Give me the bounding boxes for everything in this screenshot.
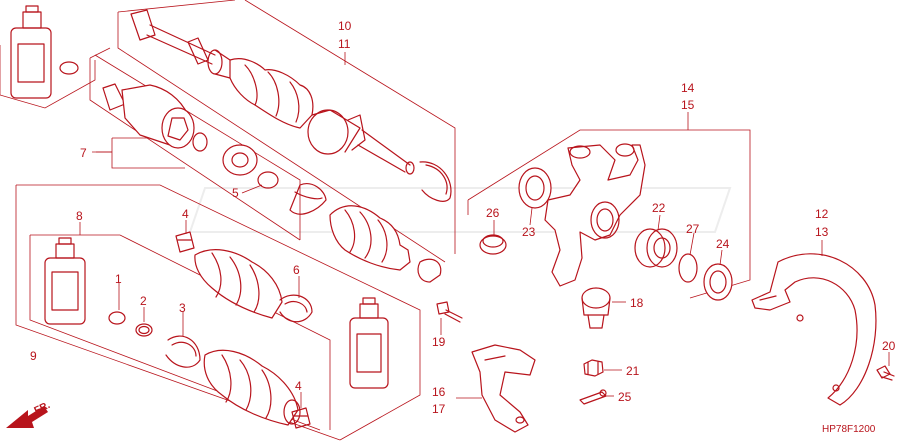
outer-boot <box>289 183 442 283</box>
outer-boot-lower <box>194 249 283 319</box>
callout-9: 9 <box>30 349 37 363</box>
circlip-1 <box>108 311 126 325</box>
bolt-20 <box>876 365 895 381</box>
castle-nut-21 <box>583 359 604 377</box>
oil-seal-24 <box>703 263 733 301</box>
callout-15: 15 <box>681 98 695 112</box>
callout-10: 10 <box>338 19 352 33</box>
knuckle-guard <box>471 344 536 433</box>
callout-26: 26 <box>486 206 500 220</box>
callout-20: 20 <box>882 339 896 353</box>
front-direction-marker: FR. <box>6 400 52 428</box>
steering-knuckle <box>544 143 646 287</box>
boot-band-6 <box>279 294 313 323</box>
callout-1: 1 <box>115 272 122 286</box>
callout-27: 27 <box>686 222 700 236</box>
callout-18: 18 <box>630 296 644 310</box>
bolt-19 <box>436 301 463 323</box>
drive-shaft <box>130 9 415 175</box>
callout-24: 24 <box>716 237 730 251</box>
callout-7: 7 <box>80 146 87 160</box>
callout-16: 16 <box>432 385 446 399</box>
callout-5: 5 <box>232 186 239 200</box>
callout-4-upper: 4 <box>182 207 189 221</box>
boot-band-clip-4a <box>175 231 195 253</box>
callout-6: 6 <box>293 263 300 277</box>
circlip-top <box>59 61 79 75</box>
grease-bottle-left <box>44 237 86 325</box>
wheel-bearing-22 <box>634 228 678 268</box>
callout-12: 12 <box>815 207 829 221</box>
watermark <box>188 187 732 233</box>
frame-upper-shaft <box>89 0 456 263</box>
callout-23: 23 <box>522 225 536 239</box>
disc-cover <box>751 253 877 406</box>
boot-band-clip-4b <box>291 407 311 429</box>
ring-2 <box>135 323 153 337</box>
boot-band-3 <box>165 335 201 368</box>
callout-4-lower: 4 <box>295 379 302 393</box>
callout-2: 2 <box>140 294 147 308</box>
oil-seal-23 <box>518 167 552 209</box>
callout-13: 13 <box>815 225 829 239</box>
callout-8: 8 <box>76 209 83 223</box>
snap-ring-26 <box>479 234 507 255</box>
grease-bottle-right <box>349 297 389 389</box>
callout-3: 3 <box>179 301 186 315</box>
callout-11: 11 <box>338 37 351 51</box>
inner-boot <box>203 349 301 426</box>
callout-19: 19 <box>432 335 446 349</box>
cotter-pin-25 <box>579 389 607 405</box>
callout-14: 14 <box>681 81 695 95</box>
diagram-code: HP78F1200 <box>822 424 876 435</box>
ball-joint-18 <box>581 287 611 329</box>
inner-joint <box>102 83 279 189</box>
grease-bottle-top <box>0 5 96 109</box>
front-direction-label: FR. <box>33 400 52 417</box>
callout-21: 21 <box>626 364 640 378</box>
boot-band-shaft <box>419 161 452 202</box>
callout-17: 17 <box>432 402 446 416</box>
callout-22: 22 <box>652 201 666 215</box>
callout-25: 25 <box>618 390 632 404</box>
circlip-27 <box>678 253 698 283</box>
leader-lines <box>79 52 890 408</box>
